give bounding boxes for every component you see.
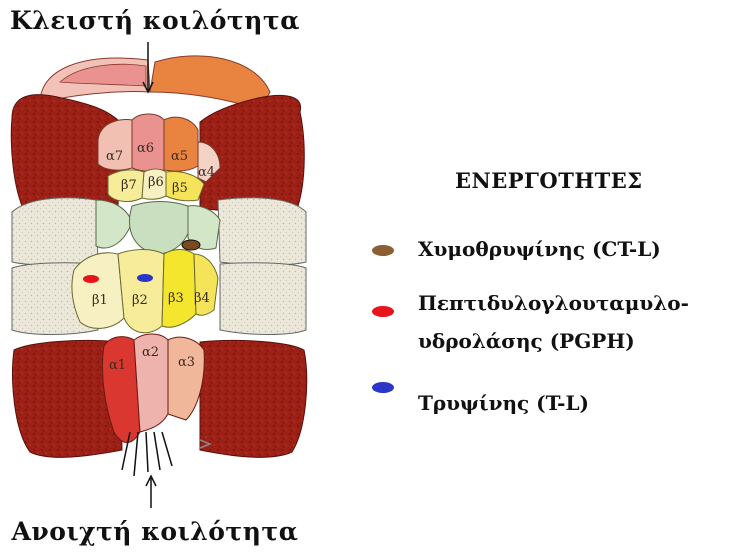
legend-title: ΕΝΕΡΓΟΤΗΤΕΣ xyxy=(455,168,643,193)
closed-cavity-label: Κλειστή κοιλότητα xyxy=(0,6,310,35)
beta2-label: β2 xyxy=(132,293,148,308)
open-cavity-label: Ανοιχτή κοιλότητα xyxy=(0,517,310,546)
alpha7-label: α7 xyxy=(106,149,123,164)
beta1-subunit xyxy=(72,253,124,329)
proteasome-diagram: α7 α6 α5 α4 β7 β6 β5 β1 β2 β3 β4 α1 α2 α… xyxy=(0,40,320,515)
alpha1-label: α1 xyxy=(109,358,126,373)
beta3-label: β3 xyxy=(168,291,184,306)
pgph-color-swatch xyxy=(372,306,394,317)
trypsin-label: Τρυψίνης (T-L) xyxy=(418,390,736,416)
beta3-subunit xyxy=(162,250,196,328)
alpha3-subunit xyxy=(168,337,204,420)
chymotrypsin-label: Χυμοθρυψίνης (CT-L) xyxy=(418,236,736,262)
beta4-subunit xyxy=(194,254,218,315)
beta2-subunit xyxy=(118,250,164,333)
beta4-label: β4 xyxy=(194,291,210,306)
beta7-label: β7 xyxy=(121,178,137,193)
pgph-label-line2: υδρολάσης (PGPH) xyxy=(418,328,736,354)
beta6-label: β6 xyxy=(148,175,164,190)
bottom-arrow xyxy=(146,476,156,508)
beta5-label: β5 xyxy=(172,181,188,196)
alpha6-label: α6 xyxy=(137,141,154,156)
beta1-label: β1 xyxy=(92,293,108,308)
trypsin-site-marker xyxy=(137,274,153,282)
alpha2-label: α2 xyxy=(142,345,159,360)
chymotrypsin-site-marker xyxy=(182,240,200,250)
alpha4-label: α4 xyxy=(198,165,215,180)
chymotrypsin-color-swatch xyxy=(372,245,394,256)
alpha5-label: α5 xyxy=(171,149,188,164)
alpha3-label: α3 xyxy=(178,355,195,370)
pgph-label-line1: Πεπτιδυλογλουταμυλο- xyxy=(418,290,736,316)
trypsin-color-swatch xyxy=(372,382,394,393)
pgph-site-marker xyxy=(83,275,99,283)
